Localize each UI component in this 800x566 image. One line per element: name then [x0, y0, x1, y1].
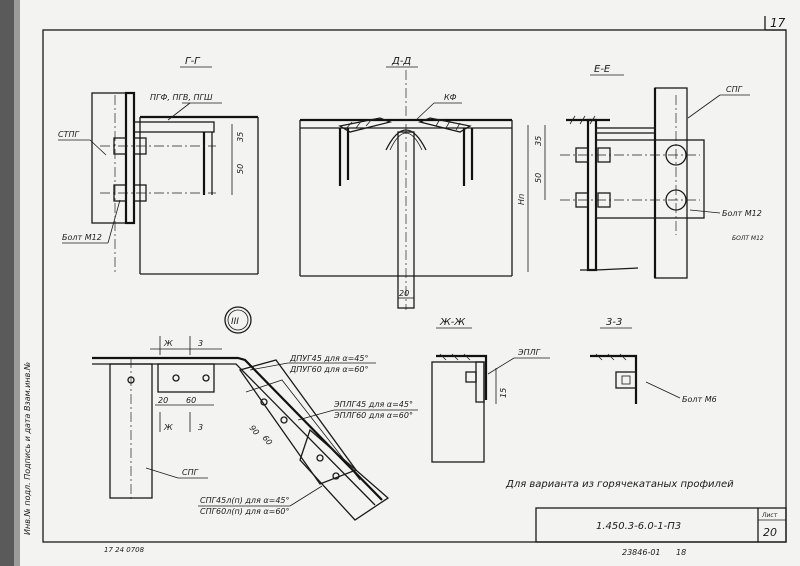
- section-zh-title: Ж-Ж: [439, 317, 466, 328]
- drawing-code: 1.450.3-6.0-1-П3: [596, 521, 681, 532]
- iii-dim-3-top: 3: [198, 339, 203, 348]
- e-dim-50: 50: [534, 173, 543, 183]
- section-3-3: 3-3 Болт М6: [590, 317, 717, 404]
- e-dim-hp: Нп: [517, 194, 526, 205]
- scan-edge-shadow: [0, 0, 14, 566]
- g-callout-bolt: Болт М12: [62, 233, 102, 242]
- title-block: 1.450.3-6.0-1-П3 Лист 20: [535, 507, 787, 543]
- e-bolt-top: [560, 144, 700, 166]
- iii-callout-spg45: СПГ45л(п) для α=45°: [200, 496, 290, 505]
- section-e-e: Е-Е 35 50 Нп: [517, 64, 764, 279]
- sheet-number: 17: [770, 16, 786, 30]
- section-d-title: Д-Д: [391, 56, 411, 67]
- variant-note: Для варианта из горячекатаных профилей: [505, 479, 734, 490]
- z-callout-bolt-m6: Болт М6: [682, 395, 717, 404]
- iii-callout-dpug45: ДПУГ45 для α=45°: [289, 354, 368, 363]
- section-g-title: Г-Г: [185, 56, 201, 67]
- iii-callout-spg: СПГ: [182, 468, 199, 477]
- section-zh-zh: Ж-Ж 15 ЭПЛГ: [431, 317, 550, 463]
- e-callout-spg: СПГ: [726, 85, 743, 94]
- g-bolt-top: [100, 137, 216, 155]
- g-callout-pgf: ПГФ, ПГВ, ПГШ: [150, 93, 213, 102]
- iii-dim-zh-bottom: Ж: [163, 423, 173, 432]
- g-column-plate: [91, 92, 135, 224]
- iii-callout-eplg60: ЭПЛГ60 для α=60°: [333, 411, 413, 420]
- section-3-title: 3-3: [606, 317, 622, 328]
- sheet-value: 20: [763, 526, 777, 539]
- footer-order: 23846-01: [622, 548, 661, 557]
- iii-dim-3-bottom: 3: [198, 423, 203, 432]
- e-bolt-bottom: [560, 189, 700, 211]
- sheet-label: Лист: [761, 512, 778, 519]
- footer-order-sheet: 18: [676, 548, 686, 557]
- e-dim-35: 35: [534, 136, 543, 146]
- iii-dim-90: 90: [247, 424, 260, 438]
- d-hatched-plates: [338, 117, 472, 133]
- e-stamp-residue: БОЛТ М12: [732, 235, 764, 242]
- e-column: [654, 87, 688, 279]
- section-g-g: Г-Г 35 50 ПГФ, ПГВ, ПГШ: [58, 56, 259, 275]
- g-dim-50: 50: [236, 164, 245, 174]
- iii-callout-eplg45: ЭПЛГ45 для α=45°: [333, 400, 413, 409]
- side-margin-text: Инв.№ подл. Подпись и дата Взам.инв.№: [23, 362, 32, 535]
- g-dim-35: 35: [236, 132, 245, 142]
- e-callout-bolt: Болт М12: [722, 209, 762, 218]
- g-callout-stpg: СТПГ: [58, 130, 79, 139]
- d-dim-20: 20: [399, 289, 409, 298]
- iii-dim-zh-top: Ж: [163, 339, 173, 348]
- iii-dim-60b: 60: [260, 434, 273, 448]
- g-bolt-bottom: [100, 184, 216, 202]
- footer-residue: 17 24 0708: [104, 546, 145, 554]
- detail-iii-label: III: [231, 317, 239, 327]
- iii-dim-20: 20: [158, 396, 168, 405]
- iii-dim-60a: 60: [186, 396, 196, 405]
- scan-edge-gradient: [14, 0, 20, 566]
- zh-dim-15: 15: [499, 388, 508, 398]
- zh-callout-eplg: ЭПЛГ: [517, 348, 541, 357]
- d-callout-kf: КФ: [444, 93, 457, 102]
- sheet-frame: [42, 29, 787, 543]
- iii-callout-dpug60: ДПУГ60 для α=60°: [289, 365, 368, 374]
- iii-callout-spg60: СПГ60л(п) для α=60°: [200, 507, 290, 516]
- detail-iii: III Ж 3 20 60 Ж 3 60 90: [92, 306, 418, 521]
- section-d-d: Д-Д 20 КФ: [299, 56, 513, 310]
- section-e-title: Е-Е: [594, 64, 611, 75]
- detail-iii-circle: [224, 306, 252, 334]
